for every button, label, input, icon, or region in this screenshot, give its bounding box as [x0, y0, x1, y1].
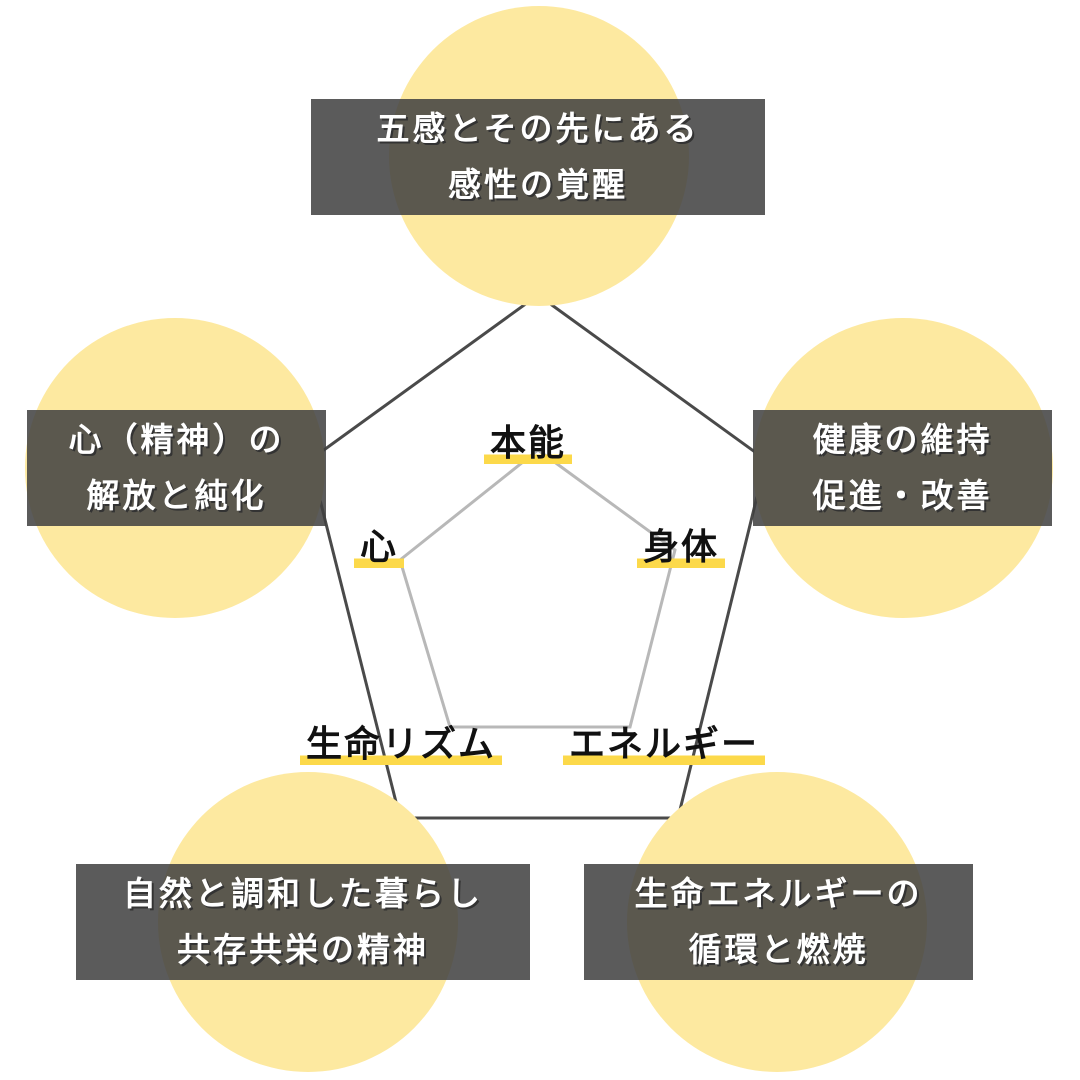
inner-label-body: 身体 — [637, 524, 726, 572]
node-right-line1: 健康の維持 — [812, 420, 993, 459]
inner-label-mind: 心 — [354, 524, 405, 572]
node-left-line1: 心（精神）の — [68, 420, 285, 459]
outer-pentagon — [308, 293, 768, 820]
inner-label-rhythm: 生命リズム — [300, 721, 503, 769]
node-bottom-left-line2: 共存共栄の精神 — [177, 930, 429, 969]
node-right-line2: 促進・改善 — [812, 476, 993, 515]
node-top-line2: 感性の覚醒 — [448, 165, 628, 204]
node-top: 五感とその先にある 感性の覚醒 — [311, 99, 765, 215]
node-bottom-right-line1: 生命エネルギーの — [634, 874, 923, 913]
inner-label-instinct: 本能 — [484, 420, 573, 468]
node-bottom-right-line2: 循環と燃焼 — [688, 930, 869, 969]
node-bottom-right: 生命エネルギーの 循環と燃焼 — [584, 864, 973, 980]
node-left-line2: 解放と純化 — [86, 476, 267, 515]
node-bottom-left-line1: 自然と調和した暮らし — [123, 874, 483, 913]
node-top-line1: 五感とその先にある — [376, 109, 700, 148]
node-bottom-left: 自然と調和した暮らし 共存共栄の精神 — [76, 864, 530, 980]
inner-label-energy: エネルギー — [563, 721, 766, 769]
inner-pentagon — [398, 448, 677, 729]
node-left: 心（精神）の 解放と純化 — [27, 410, 326, 526]
node-right: 健康の維持 促進・改善 — [753, 410, 1052, 526]
